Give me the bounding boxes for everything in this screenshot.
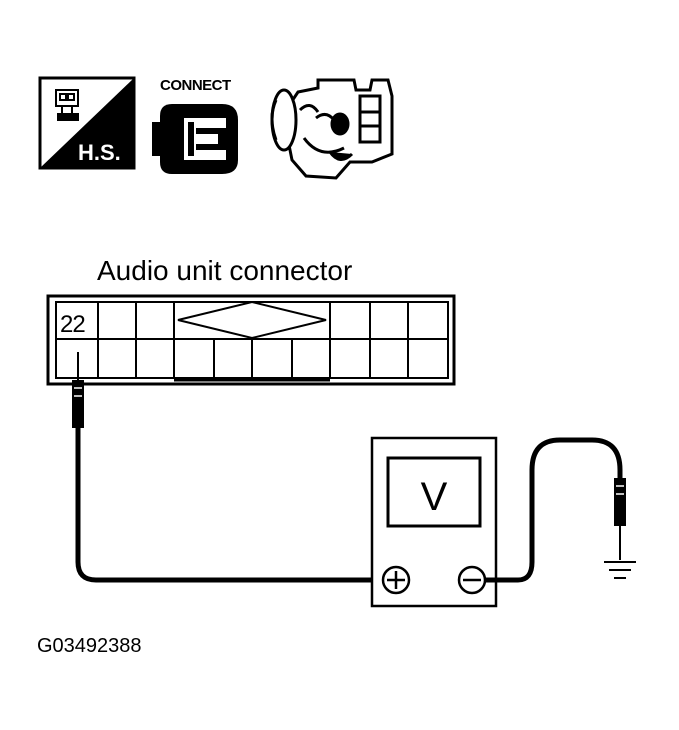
- engine-connector-icon: [270, 78, 394, 180]
- voltmeter-display: [386, 456, 482, 528]
- hs-label: H.S.: [78, 140, 121, 165]
- mini-connector-icon: [55, 89, 79, 121]
- minus-terminal-icon: [457, 565, 487, 595]
- voltmeter-symbol: V: [421, 475, 448, 519]
- connect-label: CONNECT: [160, 77, 231, 94]
- plus-terminal-icon: [381, 565, 411, 595]
- connector-lock: [177, 300, 327, 340]
- connector-title: Audio unit connector: [97, 255, 352, 286]
- figure-id: G03492388: [37, 635, 142, 657]
- ground-icon: [604, 561, 636, 579]
- harness-side-icon: H.S.: [38, 76, 136, 170]
- terminal-22-label: 22: [60, 311, 85, 338]
- voltmeter: V: [370, 436, 498, 608]
- positive-test-lead: [72, 352, 386, 583]
- negative-test-lead: [485, 437, 626, 583]
- connect-icon: CONNECT: [152, 77, 238, 174]
- audio-unit-connector: [46, 294, 456, 386]
